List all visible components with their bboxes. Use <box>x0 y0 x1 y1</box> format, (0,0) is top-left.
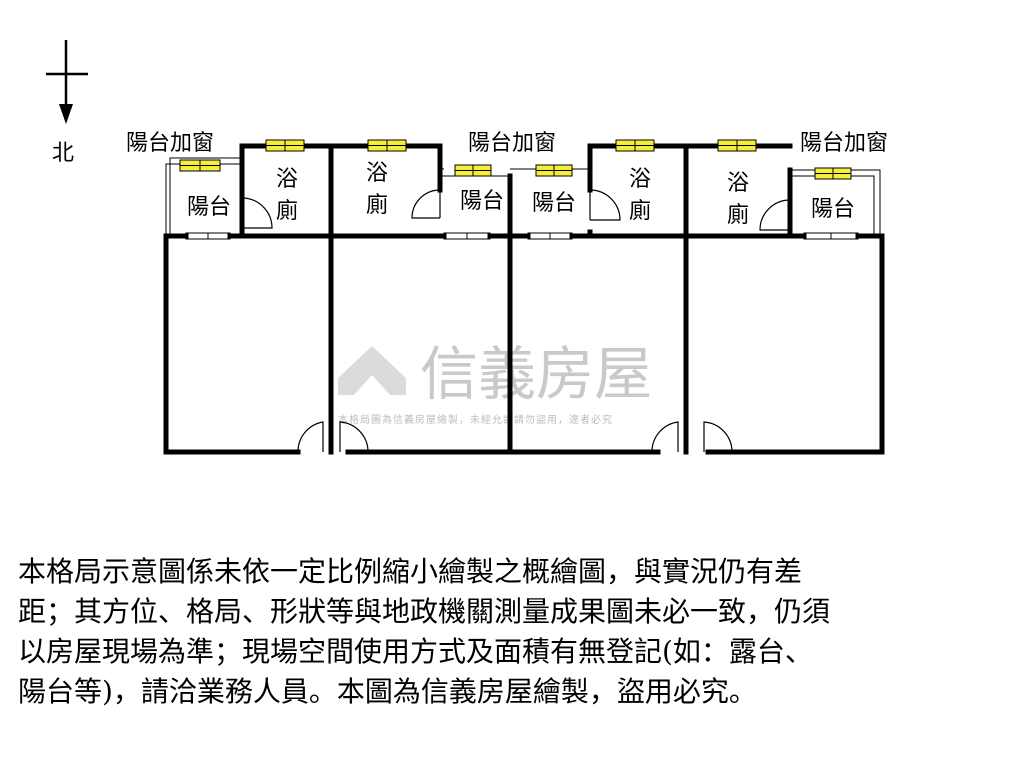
window-icon <box>717 139 757 152</box>
walls <box>163 143 885 455</box>
compass-label: 北 <box>52 141 74 166</box>
window-icon <box>615 139 655 152</box>
disclaimer-text: 本格局示意圖係未依一定比例縮小繪製之概繪圖，與實況仍有差 距；其方位、格局、形狀… <box>18 552 1008 712</box>
entrance-doors <box>297 421 733 453</box>
window-icon <box>814 167 852 180</box>
label-toilet: 廁 <box>629 199 651 224</box>
label-balcony: 陽台 <box>811 197 855 222</box>
window-icon <box>265 139 305 152</box>
balcony-enclosures <box>165 157 881 236</box>
window-icon <box>179 159 221 172</box>
disclaimer-line: 本格局示意圖係未依一定比例縮小繪製之概繪圖，與實況仍有差 <box>18 555 803 588</box>
label-balcony-window: 陽台加窗 <box>126 131 214 156</box>
disclaimer-line: 距；其方位、格局、形狀等與地政機關測量成果圖未必一致，仍須 <box>18 595 831 628</box>
label-bath: 浴 <box>629 167 651 192</box>
disclaimer-line: 以房屋現場為準；現場空間使用方式及面積有無登記(如：露台、 <box>18 635 813 668</box>
label-toilet: 廁 <box>276 199 298 224</box>
label-balcony: 陽台 <box>187 195 231 220</box>
windows <box>179 139 852 180</box>
north-arrow-icon <box>46 40 88 124</box>
sliding-doors <box>185 232 859 240</box>
watermark-notice: 本格局圖為信義房屋繪製，未經允許請勿盜用，違者必究 <box>338 413 613 426</box>
label-bath: 浴 <box>366 161 388 186</box>
label-toilet: 廁 <box>727 203 749 228</box>
window-icon <box>535 164 573 177</box>
watermark-brand: 信義房屋 <box>420 340 652 408</box>
floor-plan: 北 信義房屋 本格局圖為信義房屋繪製，未經允許請勿盜用，違者必究 <box>46 40 888 455</box>
window-icon <box>367 139 407 152</box>
bathroom-doors <box>241 189 791 231</box>
label-balcony-window: 陽台加窗 <box>800 131 888 156</box>
window-icon <box>454 164 492 177</box>
label-bath: 浴 <box>727 171 749 196</box>
label-balcony-window: 陽台加窗 <box>468 131 556 156</box>
label-toilet: 廁 <box>366 193 388 218</box>
label-balcony: 陽台 <box>460 189 504 214</box>
label-balcony: 陽台 <box>532 191 576 216</box>
label-bath: 浴 <box>276 167 298 192</box>
disclaimer-line: 陽台等)，請洽業務人員。本圖為信義房屋繪製，盜用必究。 <box>18 675 757 708</box>
watermark-logo-icon <box>338 346 406 395</box>
